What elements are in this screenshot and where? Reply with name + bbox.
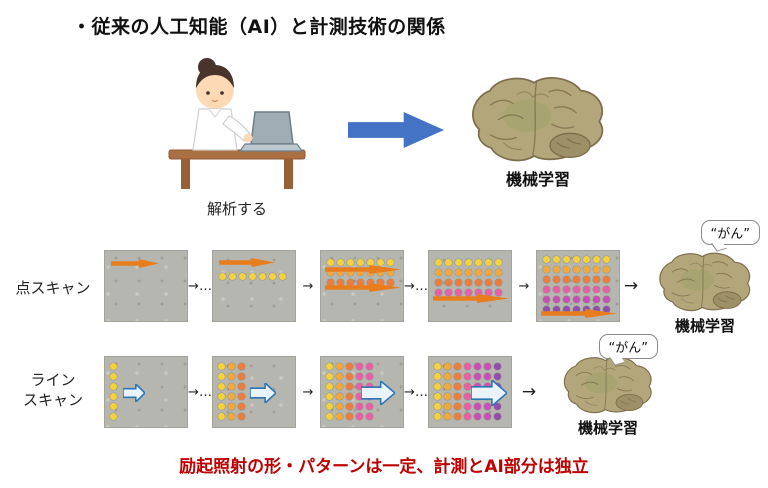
speech-bubble-line: “がん” [598,334,658,359]
row-label-line-scan: ライン スキャン [22,371,83,410]
line-scan-strip: →… → →… → [104,356,546,428]
scan-image-tile [320,250,404,322]
brain-icon [563,356,652,414]
person-at-laptop-icon [168,58,306,189]
speech-bubble-point: “がん” [700,220,760,245]
flow-arrow: → [302,384,314,400]
scan-arrow-orange-icon [219,258,275,267]
ml-label-line: 機械学習 [577,419,638,437]
slide-title: ・従来の人工知能（AI）と計測技術の関係 [72,16,446,38]
flow-arrow: → [302,278,314,294]
flow-arrow: →… [404,278,428,294]
brain-icon [659,252,751,312]
scan-arrow-orange-icon [325,283,401,292]
machine-learning-brain-point: “がん” 機械学習 [648,220,762,336]
scan-image-tile [428,250,512,322]
flow-arrow: →… [404,384,428,400]
row-label-point-scan: 点スキャン [15,279,91,297]
flow-arrow: →… [188,384,212,400]
scan-image-tile [428,356,512,428]
scan-arrow-orange-icon [111,259,159,268]
ml-label-top: 機械学習 [505,170,570,189]
ml-label-point: 機械学習 [674,317,735,335]
brain-icon [471,77,604,162]
scan-arrow-blue-icon [470,378,509,408]
person-illustration: 解析する [156,54,318,219]
scan-image-tile [320,356,404,428]
scan-image-tile [536,250,620,322]
scan-image-tile [212,356,296,428]
flow-arrow: →… [188,278,212,294]
scan-arrow-orange-icon [433,294,509,303]
footer-caption: 励起照射の形・パターンは一定、計測とAI部分は独立 [179,457,589,477]
flow-arrow: → [518,278,530,294]
scan-image-tile [212,250,296,322]
flow-arrow: → [521,382,537,402]
scan-arrow-blue-icon [360,379,397,407]
point-scan-strip: →… → →… → → [104,250,642,322]
person-caption: 解析する [206,200,267,218]
flow-arrow: → [623,276,639,296]
machine-learning-brain-line: “がん” 機械学習 [552,334,664,438]
scan-arrow-orange-icon [325,265,401,274]
scan-image-tile [104,356,188,428]
machine-learning-brain-top: 機械学習 [462,76,614,190]
scan-image-tile [104,250,188,322]
scan-arrow-blue-icon [249,381,278,405]
scan-arrow-orange-icon [541,309,617,318]
scan-arrow-blue-icon [122,382,147,404]
right-arrow-icon [348,112,444,148]
